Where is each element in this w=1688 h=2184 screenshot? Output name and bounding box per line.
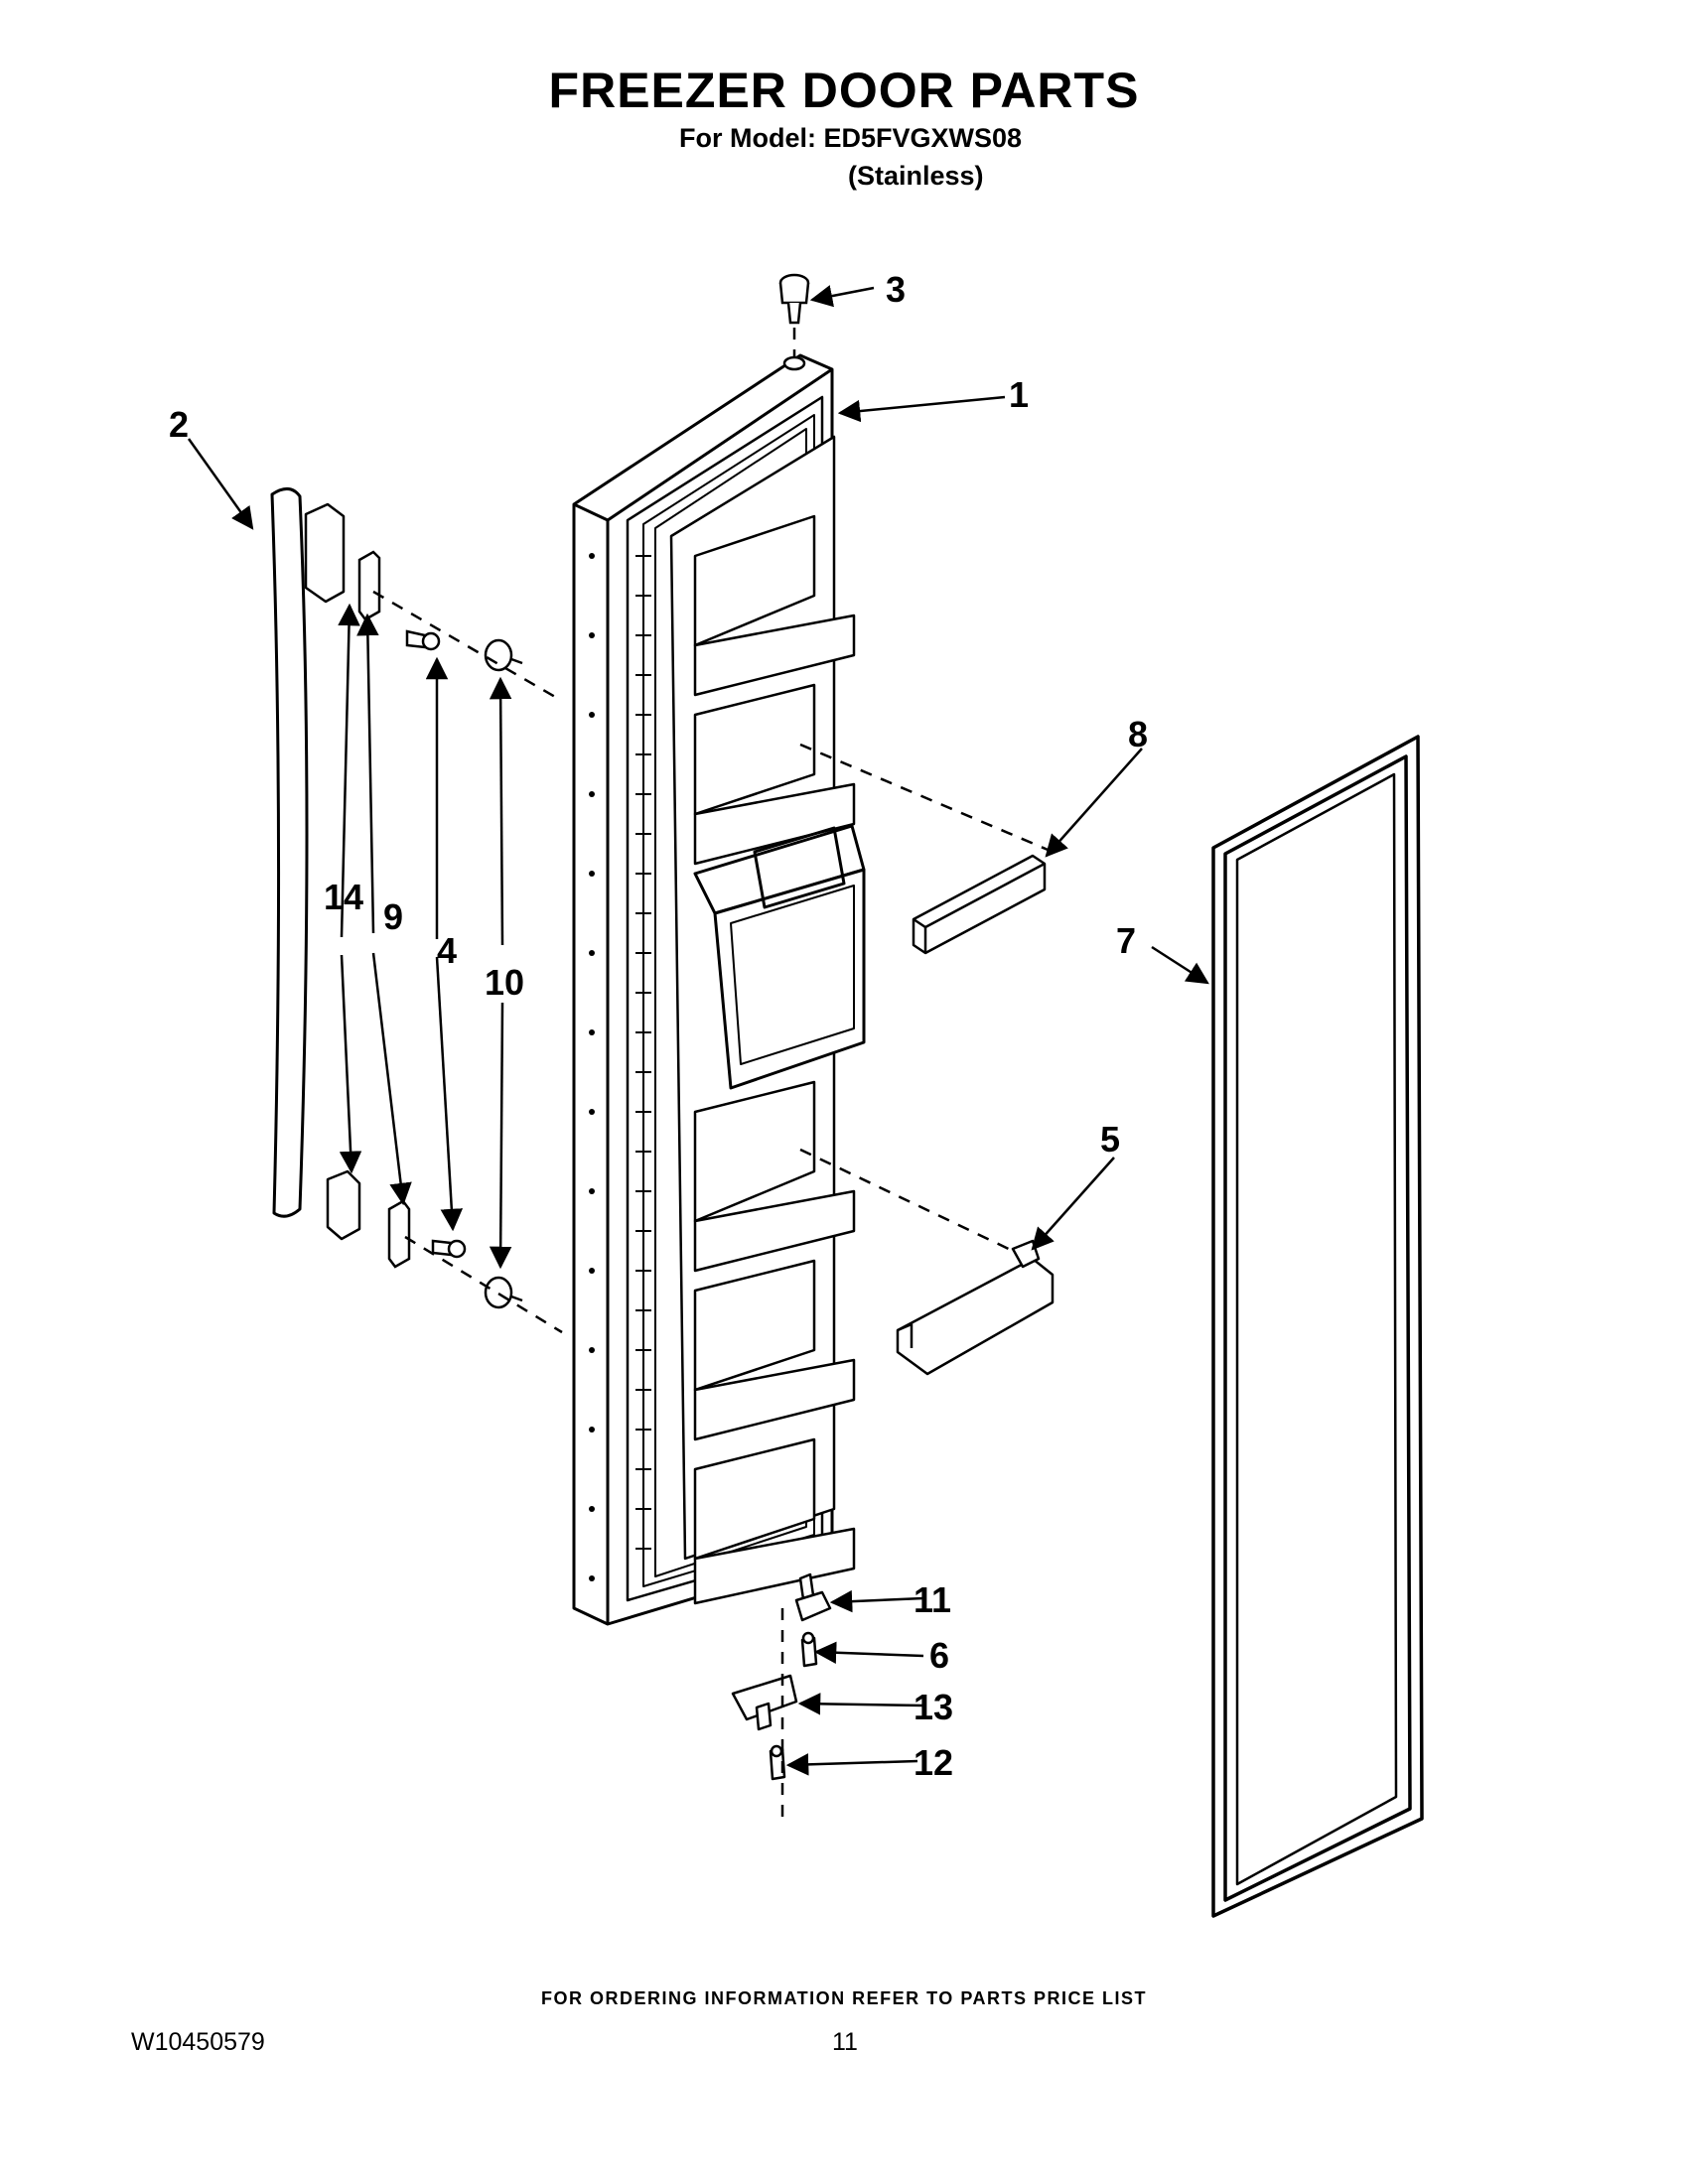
door-liner-shelves <box>693 514 856 1605</box>
finish-line: (Stainless) <box>848 161 984 191</box>
callout-7: 7 <box>1116 920 1136 961</box>
callout-9: 9 <box>383 896 403 937</box>
callout-12: 12 <box>914 1742 953 1783</box>
callout-10: 10 <box>485 962 524 1003</box>
door-gasket <box>1211 735 1424 1918</box>
mounting-studs <box>484 638 523 1309</box>
gasket-texture <box>635 555 651 1550</box>
door-bin <box>896 1239 1055 1376</box>
hinge-assembly <box>731 1572 832 1781</box>
dispenser-chute <box>693 824 866 1090</box>
callout-6: 6 <box>929 1635 949 1676</box>
handle-end-caps <box>304 502 361 1241</box>
callout-14: 14 <box>324 877 363 917</box>
callout-4: 4 <box>437 930 457 971</box>
callout-1: 1 <box>1009 374 1029 415</box>
door-cap-part <box>778 273 810 371</box>
page-number: 11 <box>832 2028 858 2056</box>
leader-arrows <box>187 285 1209 1776</box>
callout-13: 13 <box>914 1687 953 1727</box>
document-number: W10450579 <box>131 2028 265 2056</box>
assembly-dashes <box>372 328 1054 1827</box>
callout-5: 5 <box>1100 1119 1120 1160</box>
page-title: FREEZER DOOR PARTS <box>548 63 1140 118</box>
trim-strip <box>912 854 1047 955</box>
ordering-note: FOR ORDERING INFORMATION REFER TO PARTS … <box>540 1988 1147 2008</box>
callout-3: 3 <box>886 269 906 310</box>
door-edge-dots <box>589 553 595 1581</box>
callout-8: 8 <box>1128 714 1148 754</box>
door-handle <box>270 487 309 1218</box>
model-line: For Model: ED5FVGXWS08 <box>679 123 1023 153</box>
callout-2: 2 <box>169 404 189 445</box>
callout-11: 11 <box>914 1579 951 1620</box>
handle-screws <box>405 629 467 1259</box>
